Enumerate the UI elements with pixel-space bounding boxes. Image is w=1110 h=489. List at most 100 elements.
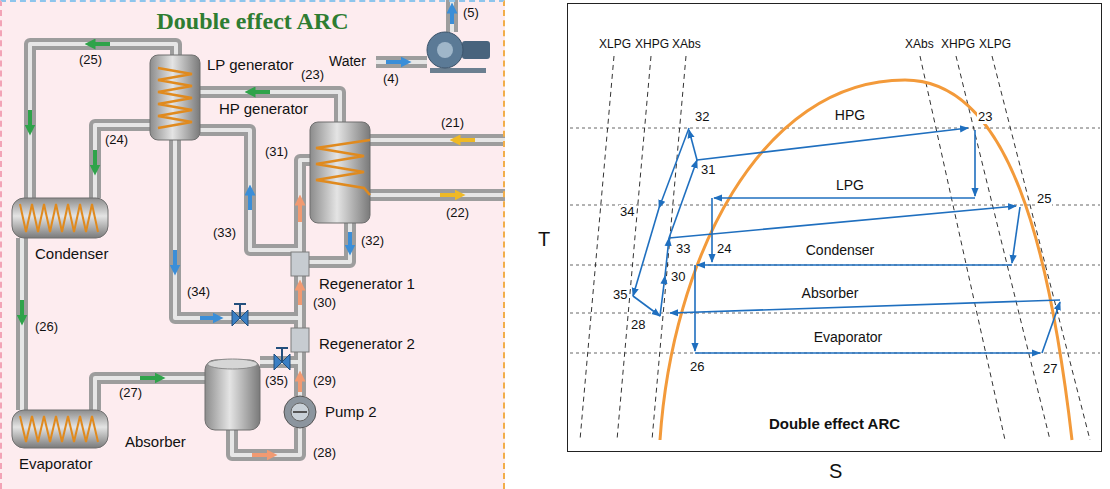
label-anchor: Regenerator 1 bbox=[318, 276, 416, 293]
stream-number: (24) bbox=[104, 133, 129, 147]
concentration-line bbox=[992, 56, 1090, 440]
label-anchor: XLPG bbox=[978, 38, 1012, 51]
label-anchor: Pump 2 bbox=[324, 404, 378, 421]
label-anchor: (30) bbox=[312, 296, 337, 310]
concentration-label: XHPG bbox=[940, 38, 976, 51]
concentration-label: XLPG bbox=[598, 38, 632, 51]
level-guide bbox=[570, 128, 1100, 129]
label-anchor: (26) bbox=[34, 320, 59, 334]
flow-arrow bbox=[455, 138, 475, 142]
pump-motor bbox=[462, 41, 490, 59]
process-label: Evaporator bbox=[813, 330, 883, 345]
label-anchor: 30 bbox=[670, 270, 686, 284]
label-anchor: 26 bbox=[689, 360, 705, 374]
component-label: Evaporator bbox=[18, 456, 93, 473]
flow-arrow bbox=[298, 285, 302, 305]
concentration-label: XLPG bbox=[978, 38, 1012, 51]
state-point: 25 bbox=[1036, 192, 1052, 206]
label-anchor: 34 bbox=[619, 205, 635, 219]
flow-arrow bbox=[93, 150, 97, 170]
regenerator-symbols bbox=[291, 252, 309, 352]
ts-chart bbox=[570, 56, 1100, 440]
valve-stem bbox=[281, 348, 283, 362]
heating-coil bbox=[316, 140, 370, 195]
label-anchor: 27 bbox=[1042, 362, 1058, 376]
concentration-line bbox=[580, 56, 614, 440]
label-anchor: LPG bbox=[835, 178, 865, 193]
label-anchor: (21) bbox=[440, 116, 465, 130]
state-point: 27 bbox=[1042, 362, 1058, 376]
pump-base bbox=[430, 68, 486, 73]
cycle-line bbox=[714, 197, 975, 199]
label-anchor: Condenser bbox=[34, 246, 109, 263]
label-anchor: (29) bbox=[312, 374, 337, 388]
level-guide bbox=[570, 313, 1100, 314]
component-label: Condenser bbox=[34, 246, 109, 263]
label-anchor: Absorber bbox=[801, 286, 860, 301]
cycle-line bbox=[711, 198, 713, 262]
flow-arrow bbox=[298, 200, 302, 222]
cycle-line bbox=[1042, 302, 1060, 353]
label-anchor: XHPG bbox=[940, 38, 976, 51]
flow-arrow bbox=[90, 42, 110, 46]
process-label: Condenser bbox=[805, 243, 876, 258]
stream-number: (21) bbox=[440, 116, 465, 130]
stream-number: (25) bbox=[78, 53, 103, 67]
process-label: LPG bbox=[835, 178, 865, 193]
stream-number: (33) bbox=[212, 226, 237, 240]
label-anchor: 35 bbox=[612, 288, 628, 302]
chart-caption: Double effect ARC bbox=[568, 416, 1101, 433]
label-anchor: (27) bbox=[118, 386, 143, 400]
label-anchor: 32 bbox=[694, 110, 710, 124]
label-anchor: (28) bbox=[312, 446, 337, 460]
label-anchor: (35) bbox=[264, 374, 289, 388]
flow-arrow bbox=[140, 376, 160, 380]
inlet-label: Water bbox=[328, 54, 367, 69]
flow-arrow bbox=[248, 190, 252, 210]
cycle-line bbox=[669, 206, 1016, 238]
label-anchor: Evaporator bbox=[18, 456, 93, 473]
regenerator-body bbox=[291, 252, 309, 276]
label-anchor: Evaporator bbox=[813, 330, 883, 345]
cycle-line bbox=[1012, 207, 1020, 263]
label-anchor: (25) bbox=[78, 53, 103, 67]
label-anchor: Absorber bbox=[124, 434, 187, 451]
chart-panel: Double effect ARC bbox=[567, 3, 1102, 452]
valve-body bbox=[274, 354, 290, 370]
component-label: Regenerator 2 bbox=[318, 336, 416, 353]
axis-label: S bbox=[828, 460, 843, 482]
pump-mark bbox=[293, 411, 307, 413]
pump-impeller bbox=[291, 403, 309, 421]
cycle-line bbox=[670, 300, 1060, 313]
label-anchor: XHPG bbox=[634, 38, 670, 51]
pump-casing bbox=[284, 396, 316, 428]
flow-arrow bbox=[298, 376, 302, 392]
pump-impeller bbox=[437, 42, 453, 58]
label-anchor: (22) bbox=[445, 206, 470, 220]
cycle-line bbox=[974, 130, 976, 196]
component-label: Absorber bbox=[124, 434, 187, 451]
state-point: 23 bbox=[977, 110, 993, 124]
stream-number: (32) bbox=[360, 234, 385, 248]
stream-number: (35) bbox=[264, 374, 289, 388]
component-label: LP generator bbox=[206, 57, 294, 74]
valve-body bbox=[232, 310, 248, 326]
flow-arrow bbox=[250, 90, 270, 94]
flow-arrow bbox=[440, 193, 460, 197]
cycle-line bbox=[669, 160, 697, 238]
label-anchor: (5) bbox=[462, 6, 480, 20]
stream-number: (34) bbox=[186, 285, 211, 299]
stream-number: (4) bbox=[382, 72, 400, 86]
state-point: 26 bbox=[689, 360, 705, 374]
label-anchor: 25 bbox=[1036, 192, 1052, 206]
cycle-line bbox=[694, 265, 696, 351]
state-point: 35 bbox=[612, 288, 628, 302]
label-anchor: 24 bbox=[716, 242, 732, 256]
absorber-vessel bbox=[205, 359, 260, 430]
state-point: 33 bbox=[675, 242, 691, 256]
label-anchor: (24) bbox=[104, 133, 129, 147]
vessel-shell bbox=[310, 122, 370, 223]
